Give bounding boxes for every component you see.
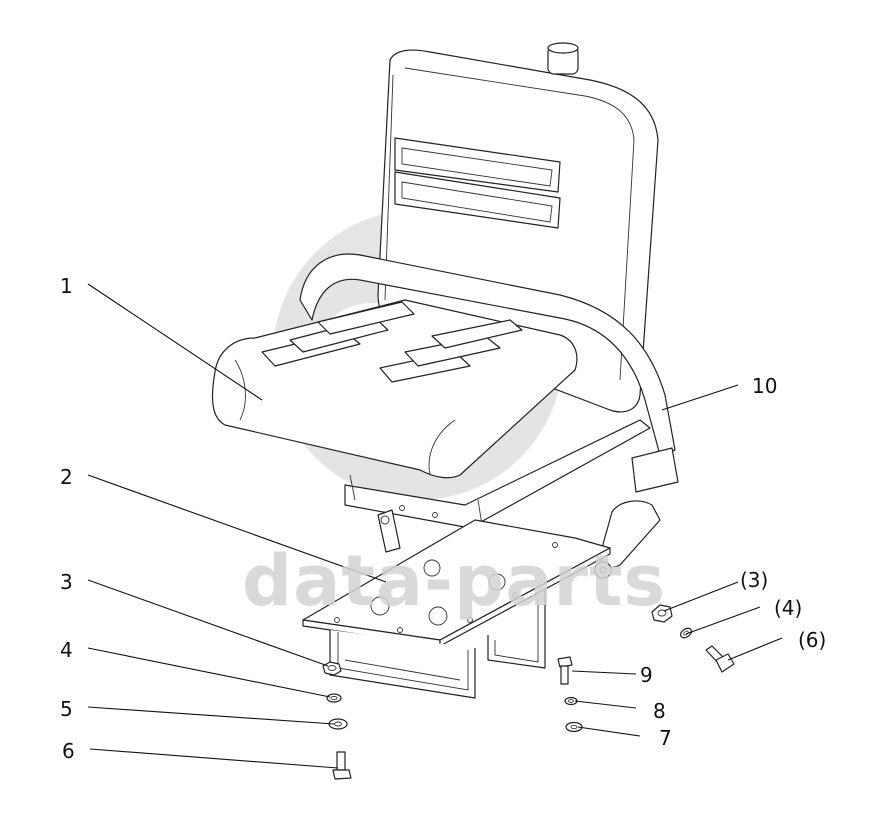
callout-5: 5 <box>60 697 73 721</box>
callout-6: 6 <box>62 739 75 763</box>
callout-4-alt: (4) <box>774 596 803 620</box>
callout-9: 9 <box>640 663 653 687</box>
bolt-6-alt <box>705 645 735 673</box>
armrest-band <box>299 253 679 579</box>
bolt-6 <box>332 751 352 780</box>
callout-10: 10 <box>752 374 778 398</box>
callout-8: 8 <box>653 699 666 723</box>
lock-washer-4 <box>326 693 342 703</box>
callout-6-alt: (6) <box>798 628 827 652</box>
leader-lines <box>87 283 783 769</box>
callout-4: 4 <box>60 638 73 662</box>
bolt-9 <box>557 656 573 685</box>
seat-cushion <box>211 299 578 479</box>
flat-washer-7 <box>565 721 583 733</box>
callout-3: 3 <box>60 570 73 594</box>
lock-washer-4-alt <box>679 627 693 639</box>
callout-3-alt: (3) <box>740 568 769 592</box>
callout-7: 7 <box>659 726 672 750</box>
hex-nut-3 <box>322 661 342 676</box>
mounting-bracket <box>329 590 546 699</box>
base-plate <box>302 505 611 647</box>
callout-1: 1 <box>60 274 73 298</box>
callout-2: 2 <box>60 465 73 489</box>
watermark-text: data-parts <box>242 540 667 622</box>
